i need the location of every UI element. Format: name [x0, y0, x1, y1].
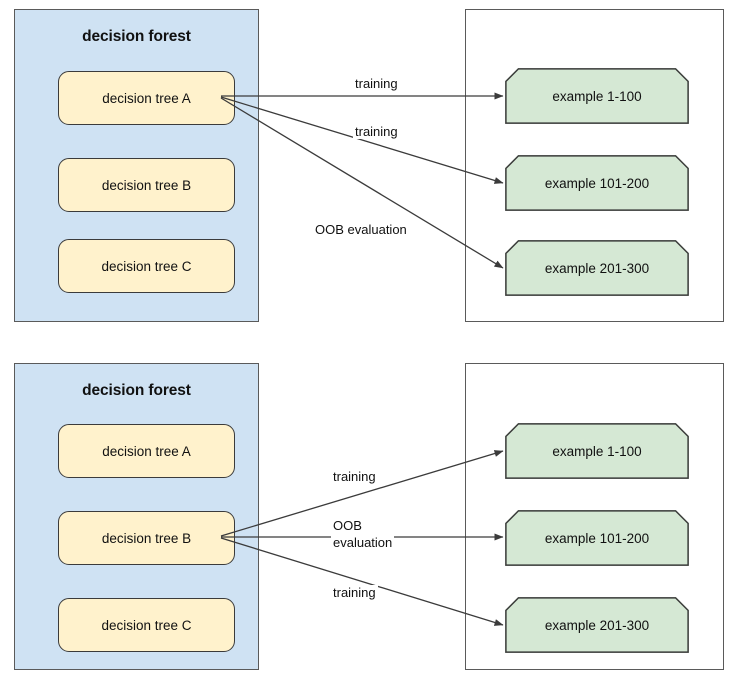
edge-label-training-1: training [353, 76, 400, 91]
example-box-1-100[interactable]: example 1-100 [505, 423, 689, 479]
tree-box-c[interactable]: decision tree C [58, 239, 235, 293]
tree-box-c[interactable]: decision tree C [58, 598, 235, 652]
example-box-1-100-label: example 1-100 [552, 88, 642, 104]
edge-label-oob-evaluation: OOB evaluation [331, 517, 395, 551]
tree-box-b[interactable]: decision tree B [58, 158, 235, 212]
edge-training-2 [220, 96, 504, 184]
edge-training-2 [220, 537, 504, 626]
decision-forest-title: decision forest [82, 28, 191, 45]
decision-forest-panel-bottom: decision forest decision tree A decision… [14, 363, 259, 670]
example-box-201-300-label: example 201-300 [544, 260, 650, 276]
diagram-bottom: decision forest decision tree A decision… [0, 345, 737, 685]
edge-label-training-1: training [331, 469, 378, 484]
tree-box-a-label: decision tree A [102, 443, 191, 459]
tree-box-c-label: decision tree C [101, 617, 192, 633]
edge-label-training-2: training [353, 124, 400, 139]
tree-box-a[interactable]: decision tree A [58, 71, 235, 125]
diagram-top: decision forest decision tree A decision… [14, 9, 724, 322]
tree-box-a-label: decision tree A [102, 90, 191, 106]
decision-forest-title: decision forest [82, 382, 191, 399]
example-box-101-200[interactable]: example 101-200 [505, 510, 689, 566]
edge-label-training-2: training [331, 585, 378, 600]
edge-label-oob-evaluation: OOB evaluation [313, 222, 409, 237]
decision-forest-panel-top: decision forest decision tree A decision… [14, 9, 259, 322]
example-box-201-300[interactable]: example 201-300 [505, 240, 689, 296]
example-box-101-200-label: example 101-200 [544, 530, 650, 546]
example-box-1-100-label: example 1-100 [552, 443, 642, 459]
tree-box-b-label: decision tree B [101, 177, 192, 193]
tree-box-b[interactable]: decision tree B [58, 511, 235, 565]
example-box-101-200-label: example 101-200 [544, 175, 650, 191]
example-box-101-200[interactable]: example 101-200 [505, 155, 689, 211]
example-box-1-100[interactable]: example 1-100 [505, 68, 689, 124]
tree-box-b-label: decision tree B [101, 530, 192, 546]
tree-box-c-label: decision tree C [101, 258, 192, 274]
example-box-201-300[interactable]: example 201-300 [505, 597, 689, 653]
tree-box-a[interactable]: decision tree A [58, 424, 235, 478]
example-box-201-300-label: example 201-300 [544, 617, 650, 633]
